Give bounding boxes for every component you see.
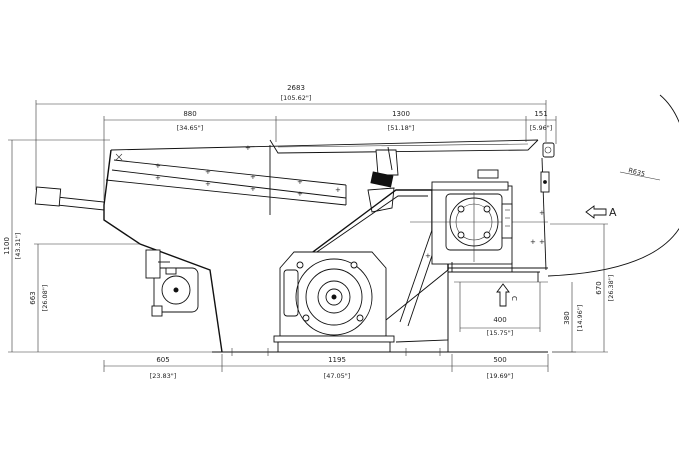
view-label-c: C: [510, 296, 518, 301]
machine-body: + + + + + + + + + +: [34, 139, 555, 353]
dim-hopper-length-imperial: [34.65"]: [177, 124, 204, 132]
svg-text:+: +: [297, 178, 303, 186]
right-base: [447, 267, 548, 352]
dim-overall-length: 2683: [287, 84, 305, 92]
aux-motor: [145, 249, 199, 317]
dim-tail-length: 151: [534, 110, 547, 118]
valve-assembly: [367, 146, 399, 213]
swing-arc: [547, 94, 679, 277]
svg-text:+: +: [530, 238, 536, 246]
dim-hopper-length: 880: [183, 110, 196, 118]
dim-outlet-width: 400: [493, 316, 506, 324]
dim-right-base-imperial: [19.69"]: [487, 372, 514, 380]
svg-text:+: +: [335, 186, 341, 194]
dim-swing-radius: R635: [627, 166, 645, 178]
gearbox: + + + +: [410, 169, 548, 273]
dim-center-base: 1195: [328, 356, 346, 364]
dim-hopper-height-imperial: [26.08"]: [41, 285, 49, 312]
dimension-labels: 2683 [105.62"] 880 [34.65"] 1300 [51.18"…: [3, 84, 646, 380]
svg-text:+: +: [250, 173, 256, 181]
svg-text:+: +: [425, 252, 431, 260]
dim-frame-length-imperial: [51.18"]: [388, 124, 415, 132]
dim-right-base: 500: [493, 356, 506, 364]
svg-text:+: +: [155, 162, 161, 170]
dim-outlet-height-imperial: [14.96"]: [576, 305, 584, 332]
hopper-bolts: + + + + + + + + + +: [155, 144, 341, 198]
dim-center-base-imperial: [47.05"]: [324, 372, 351, 380]
svg-text:+: +: [205, 168, 211, 176]
svg-text:+: +: [205, 180, 211, 188]
dim-outlet-width-imperial: [15.75"]: [487, 329, 514, 337]
hopper: + + + + + + + + + +: [103, 139, 539, 353]
view-label-a: A: [609, 206, 617, 219]
dim-left-base: 605: [156, 356, 169, 364]
view-arrow-c: C: [496, 283, 518, 307]
dim-hopper-height: 663: [29, 291, 37, 304]
infeed-tube: [34, 186, 105, 211]
dim-frame-length: 1300: [392, 110, 410, 118]
dim-tail-length-imperial: [5.96"]: [530, 124, 553, 132]
top-frame: [269, 139, 555, 271]
svg-text:+: +: [297, 190, 303, 198]
dim-overall-height-imperial: [43.31"]: [14, 233, 22, 260]
dim-left-base-imperial: [23.83"]: [150, 372, 177, 380]
dim-overall-length-imperial: [105.62"]: [281, 94, 312, 102]
svg-text:+: +: [155, 174, 161, 182]
motor: [273, 251, 395, 353]
svg-text:+: +: [250, 185, 256, 193]
svg-text:+: +: [245, 144, 251, 152]
dim-overall-height: 1100: [3, 237, 11, 255]
svg-text:+: +: [539, 238, 545, 246]
view-arrow-a: A: [585, 205, 617, 219]
dim-right-height-imperial: [26.38"]: [607, 275, 615, 302]
dim-right-height: 670: [595, 281, 603, 294]
dim-outlet-height: 380: [563, 311, 571, 324]
dimension-lines: [8, 100, 608, 372]
svg-text:+: +: [539, 209, 545, 217]
